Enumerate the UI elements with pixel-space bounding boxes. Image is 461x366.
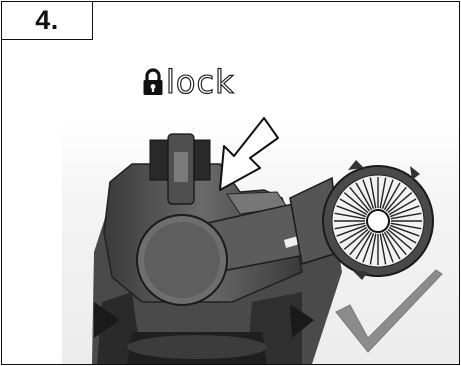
step-number: 4. — [35, 5, 59, 35]
step-number-box: 4. — [2, 2, 93, 40]
dial-spoke — [381, 232, 394, 263]
dial-spoke — [379, 233, 387, 265]
padlock-icon — [143, 68, 163, 95]
dial-spoke — [389, 224, 420, 237]
dial-spoke — [339, 226, 368, 244]
dial-spoke — [334, 212, 366, 220]
dial-spoke — [336, 205, 367, 218]
dial-spoke — [343, 228, 369, 250]
dial-spoke — [385, 230, 407, 256]
dial-spoke — [369, 177, 377, 209]
dial-spoke — [387, 228, 413, 250]
dial-spoke — [355, 182, 373, 211]
dial-spoke — [379, 177, 387, 209]
dial-spoke — [355, 231, 373, 260]
dial-spoke — [362, 232, 375, 263]
checkmark-icon — [335, 269, 443, 353]
dial-spoke — [385, 186, 407, 212]
lock-caption: lock — [142, 63, 235, 101]
dial-spoke — [387, 192, 413, 214]
dial-spoke — [369, 233, 377, 265]
push-arrow-icon — [219, 117, 279, 191]
dial-spoke — [343, 192, 369, 214]
dial-spoke — [339, 198, 368, 216]
dial-spoke — [389, 205, 420, 218]
tool-head — [103, 133, 322, 306]
lock-label: lock — [165, 63, 235, 101]
dial-spoke — [362, 179, 375, 210]
dial-spoke — [388, 226, 417, 244]
dial-spoke — [336, 224, 367, 237]
dial-spoke — [334, 222, 366, 230]
dial-spoke — [390, 222, 422, 230]
dial-spoke — [349, 230, 371, 256]
dial-assembly — [289, 160, 434, 280]
dial-spoke — [383, 231, 401, 260]
dial-spoke — [388, 198, 417, 216]
dial-spoke — [381, 179, 394, 210]
dial-spoke — [390, 212, 422, 220]
dial-spoke — [349, 186, 371, 212]
dial-spoke — [383, 182, 401, 211]
